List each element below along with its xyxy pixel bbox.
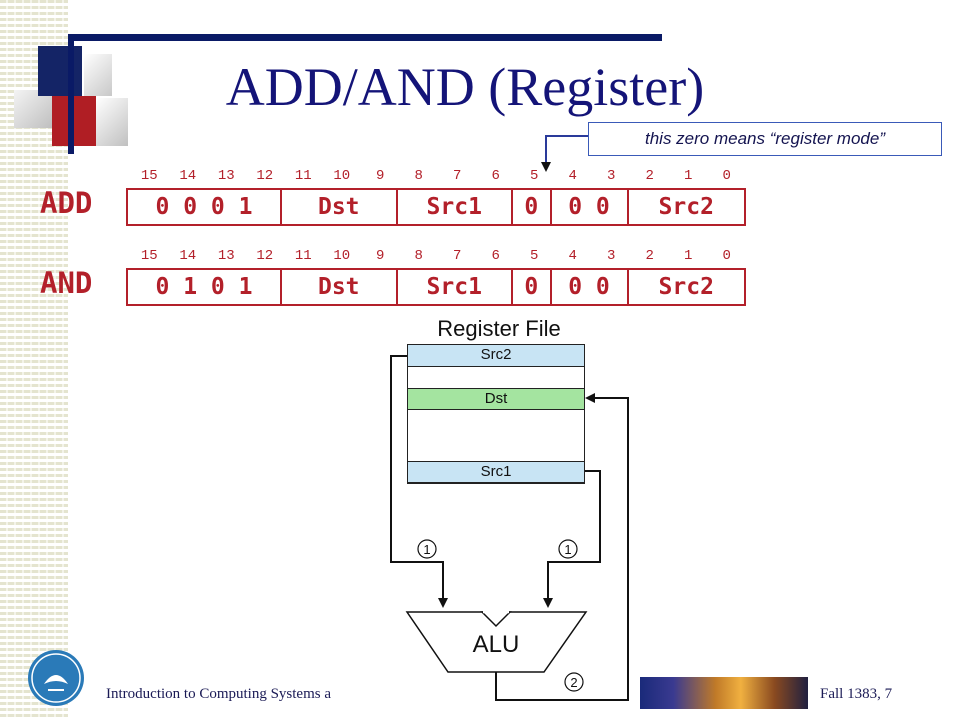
step-marker: [564, 672, 584, 692]
university-logo-icon: [28, 650, 84, 706]
bit-index: 10: [333, 248, 351, 264]
bit-index: 7: [453, 248, 462, 264]
bit-index: 1: [684, 168, 693, 184]
bit-index: 9: [376, 248, 385, 264]
bit-index: 4: [568, 248, 577, 264]
decor-square-navy: [38, 46, 82, 96]
register-src2: Src2: [408, 345, 584, 367]
wire-src2-to-alu: [390, 355, 448, 608]
encoding-field: 0 0 0 1: [128, 190, 282, 224]
bit-index: 13: [217, 248, 235, 264]
bit-index: 7: [453, 168, 462, 184]
encoding-field: 0 0: [552, 270, 629, 304]
register-dst: Dst: [408, 388, 584, 410]
decor-square-red: [52, 96, 96, 146]
bit-index: 9: [376, 168, 385, 184]
bit-index: 2: [645, 248, 654, 264]
instruction-name: ADD: [40, 186, 93, 220]
alu-shape: [405, 611, 588, 673]
step-marker-label: 1: [423, 542, 430, 557]
step-marker-label: 1: [564, 542, 571, 557]
bit-index: 4: [568, 168, 577, 184]
footer-course-title: Introduction to Computing Systems a: [106, 686, 331, 702]
encoding-field: Src1: [398, 270, 513, 304]
bit-index: 11: [294, 168, 312, 184]
slide-title: ADD/AND (Register): [225, 57, 705, 117]
bit-index: 12: [256, 168, 274, 184]
bit-index: 5: [530, 168, 539, 184]
register-file-title: Register File: [437, 316, 561, 341]
bit-index: 10: [333, 168, 351, 184]
bit-index: 6: [491, 248, 500, 264]
encoding-field: 0: [513, 270, 552, 304]
bit-index: 3: [607, 248, 616, 264]
bit-index: 13: [217, 168, 235, 184]
encoding-field: Src1: [398, 190, 513, 224]
decor-square-grey: [84, 54, 112, 96]
footer-banner-image: [640, 677, 808, 709]
bit-index: 1: [684, 248, 693, 264]
alu-label: ALU: [473, 631, 520, 658]
encoding-field: Dst: [282, 270, 398, 304]
encoding-field: Src2: [658, 194, 714, 220]
register-mode-callout: this zero means “register mode”: [588, 122, 942, 156]
step-marker: [558, 539, 578, 559]
bit-index: 0: [722, 248, 731, 264]
register-src1: Src1: [408, 461, 584, 483]
wire-alu-to-dst: [495, 393, 629, 701]
bit-index: 15: [140, 168, 158, 184]
title-accent-bar: [68, 34, 662, 41]
step-marker-label: 2: [570, 675, 577, 690]
callout-pointer: [541, 135, 588, 172]
bit-index: 12: [256, 248, 274, 264]
bit-index: 8: [414, 248, 423, 264]
bit-index: 2: [645, 168, 654, 184]
encoding-field: 0: [513, 190, 552, 224]
bit-index: 3: [607, 168, 616, 184]
bit-index: 15: [140, 248, 158, 264]
footer-slide-info: Fall 1383, 7: [820, 686, 893, 702]
bit-index: 5: [530, 248, 539, 264]
wire-src1-to-alu: [543, 470, 601, 608]
bit-index: 14: [179, 168, 197, 184]
decor-square-grey: [96, 98, 128, 146]
bit-index: 0: [722, 168, 731, 184]
bit-index: 14: [179, 248, 197, 264]
bit-index: 11: [294, 248, 312, 264]
encoding-field: 0 1 0 1: [128, 270, 282, 304]
step-marker: [417, 539, 437, 559]
title-accent-bar-vertical: [68, 34, 74, 154]
encoding-field: 0 0: [552, 190, 629, 224]
bit-index: 8: [414, 168, 423, 184]
bit-index: 6: [491, 168, 500, 184]
encoding-field: Src2: [658, 274, 714, 300]
encoding-field: Dst: [282, 190, 398, 224]
register-file: Src2 Dst Src1: [407, 344, 585, 484]
instruction-name: AND: [40, 266, 93, 300]
